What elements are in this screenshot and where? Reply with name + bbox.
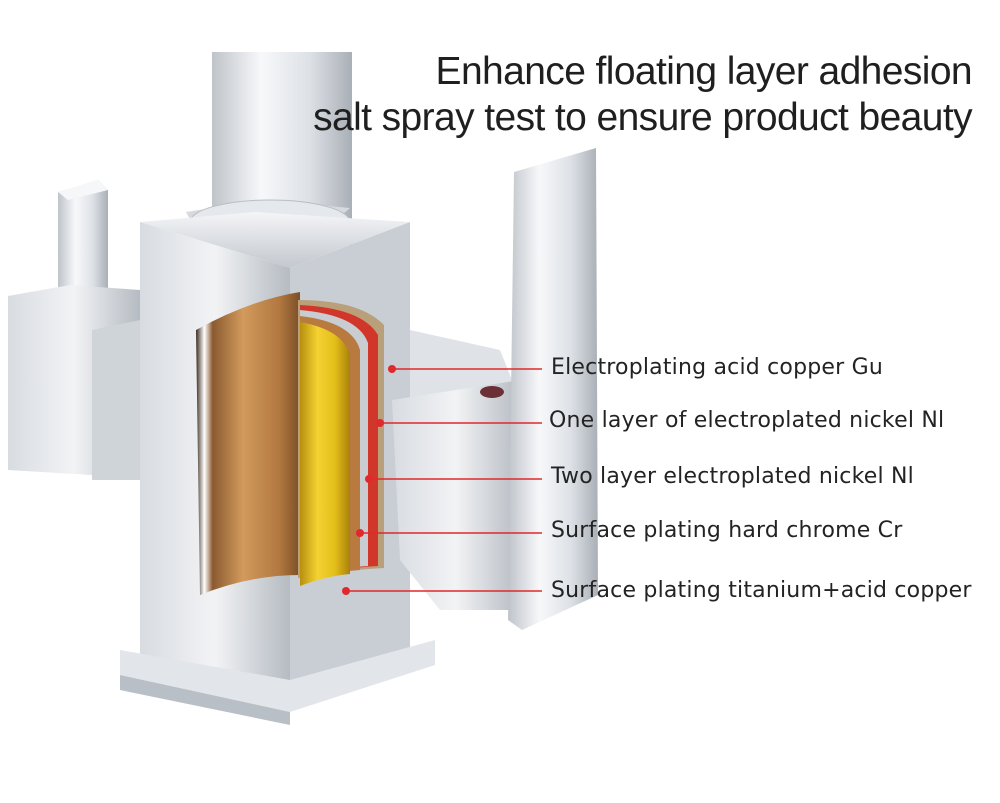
callout-label-nickel-1: One layer of electroplated nickel Nl — [549, 408, 945, 433]
headline-line-2: salt spray test to ensure product beauty — [313, 96, 972, 139]
callout-dot-chrome — [356, 529, 364, 537]
callout-dot-nickel-1 — [376, 419, 384, 427]
callout-label-copper: Electroplating acid copper Gu — [551, 355, 883, 380]
callout-dot-copper — [388, 365, 396, 373]
callout-lines — [342, 365, 542, 595]
left-handle — [8, 180, 140, 480]
callout-dot-nickel-2 — [365, 475, 373, 483]
right-lever — [392, 148, 598, 630]
callout-dot-titanium — [342, 587, 350, 595]
callout-label-nickel-2: Two layer electroplated nickel Nl — [551, 464, 914, 489]
plating-layers-cutaway — [196, 292, 384, 595]
callout-label-titanium: Surface plating titanium+acid copper — [551, 578, 972, 603]
headline-line-1: Enhance floating layer adhesion — [435, 50, 973, 93]
callout-label-chrome: Surface plating hard chrome Cr — [551, 518, 903, 543]
